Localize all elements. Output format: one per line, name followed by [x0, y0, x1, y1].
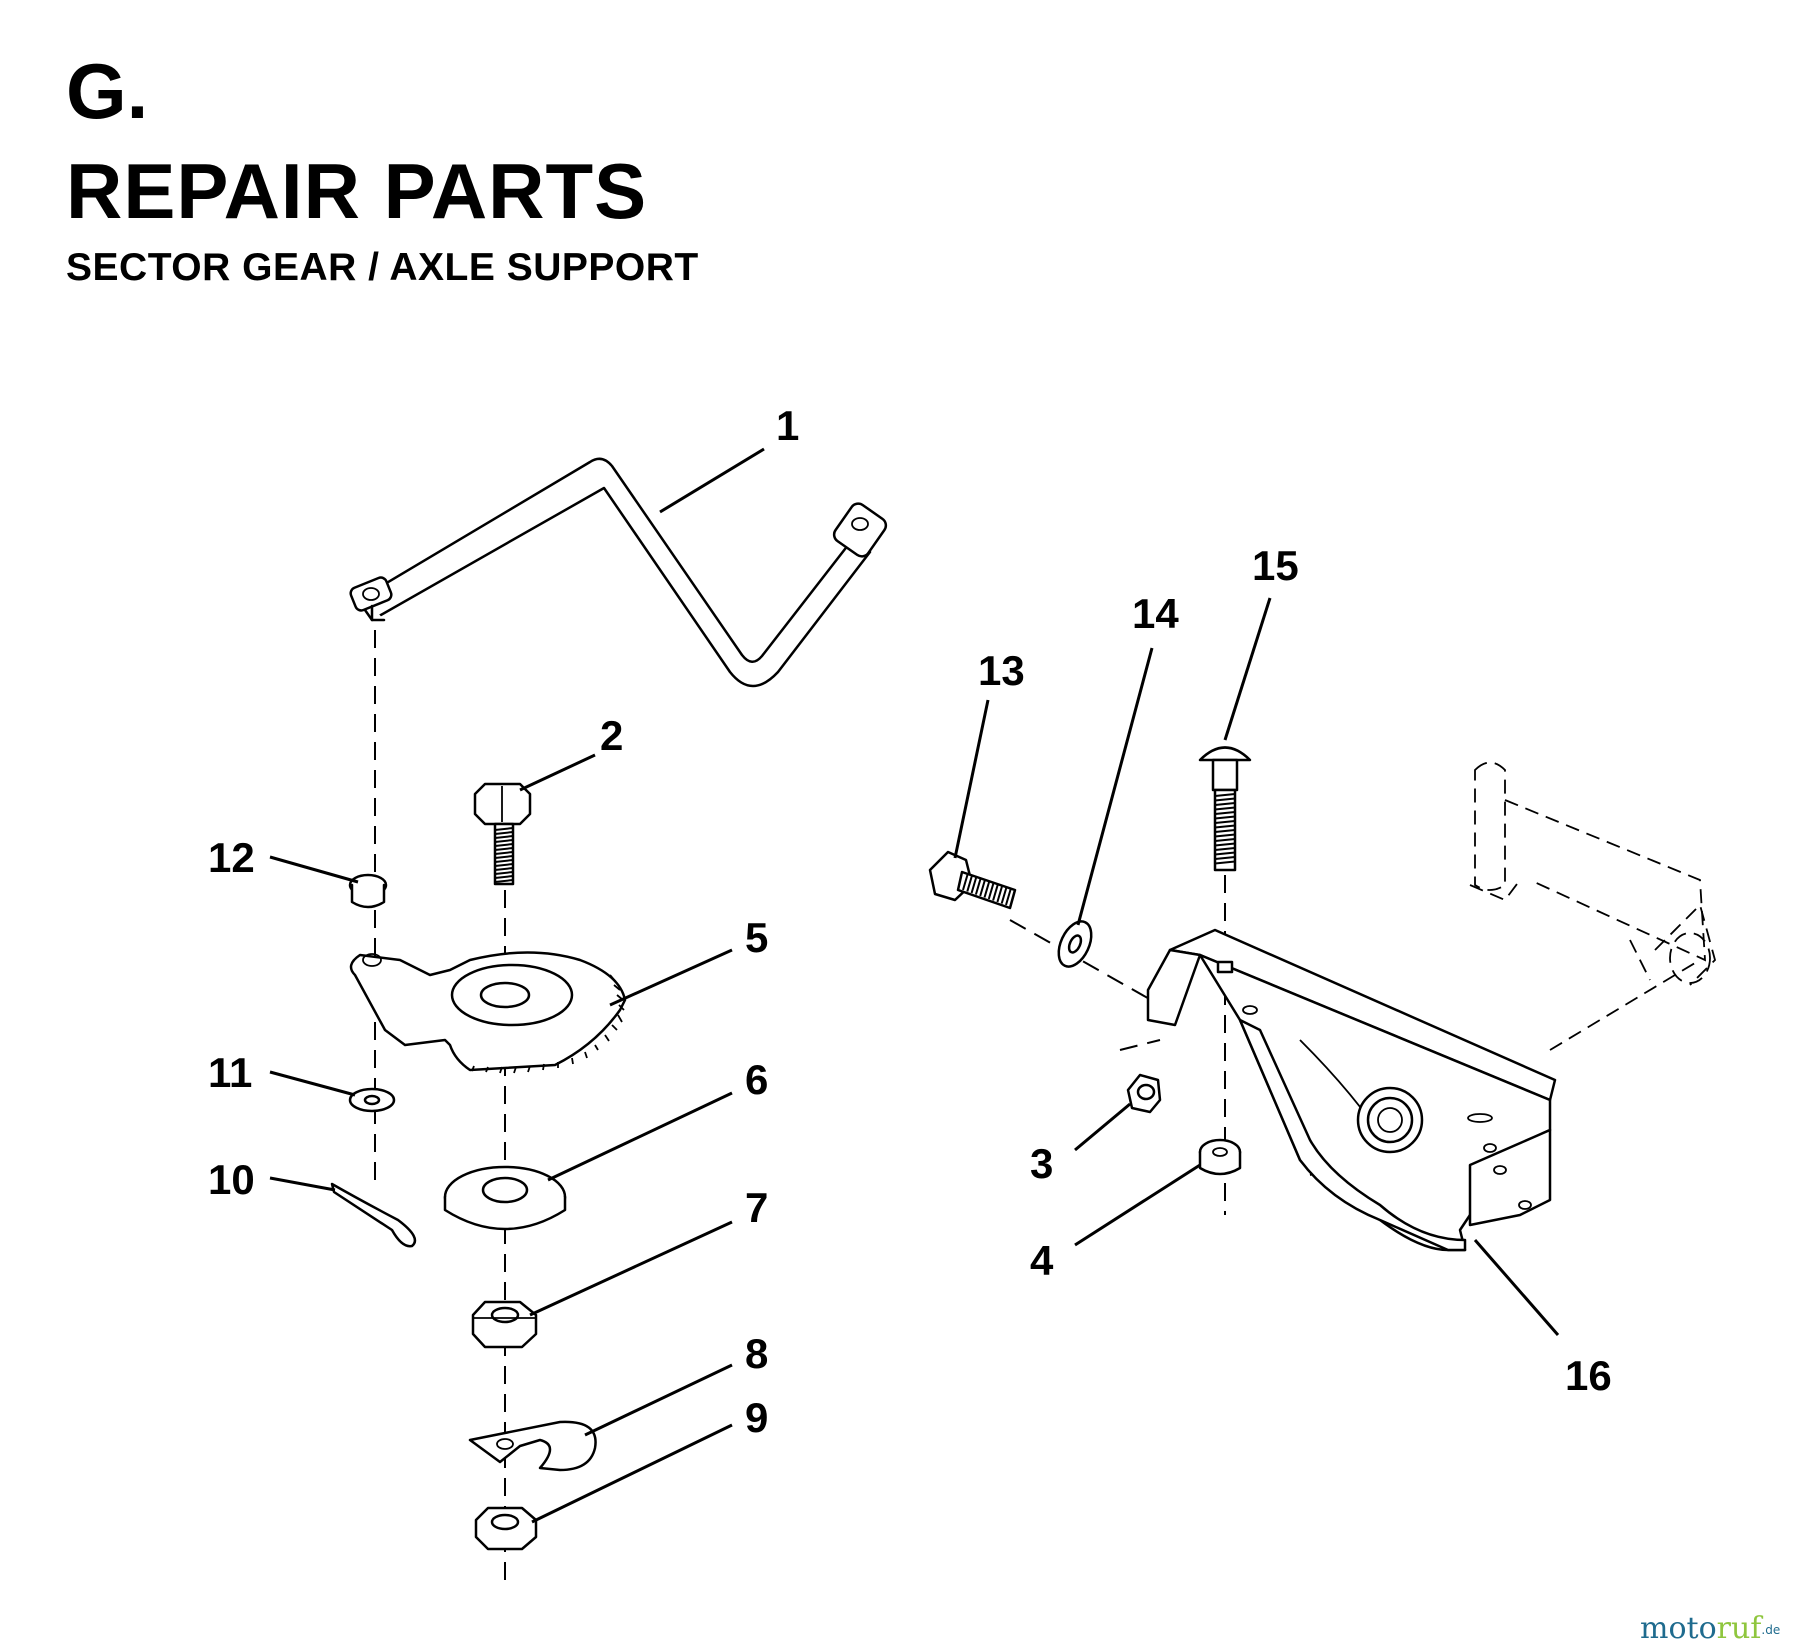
- part-10-cotter-pin: [330, 1182, 417, 1248]
- thread-line: [494, 835, 514, 839]
- thread-line: [494, 831, 514, 835]
- callout-13: 13: [978, 647, 1025, 694]
- thread-line: [1214, 811, 1236, 815]
- callout-8: 8: [745, 1330, 768, 1377]
- thread-line: [1214, 833, 1236, 838]
- thread-line: [494, 867, 514, 871]
- thread-line: [1214, 802, 1236, 806]
- callout-6: 6: [745, 1056, 768, 1103]
- section-letter: G.: [66, 47, 149, 135]
- thread-line: [1214, 860, 1236, 865]
- part-6-large-washer: [443, 1165, 567, 1231]
- thread-line: [996, 884, 1004, 903]
- callout-4: 4: [1030, 1237, 1054, 1284]
- callout-12: 12: [208, 834, 255, 881]
- thread-line: [1214, 851, 1236, 856]
- thread-line: [1214, 815, 1236, 820]
- callout-3: 3: [1030, 1140, 1053, 1187]
- leader-lines: [269, 447, 1560, 1524]
- part-9-nut: [474, 1506, 538, 1551]
- thread-line: [970, 875, 978, 894]
- part-12-flange-nut: [348, 873, 388, 909]
- part-2-bolt: [473, 782, 532, 886]
- thread-line: [494, 863, 514, 867]
- thread-line: [983, 880, 991, 898]
- thread-line: [979, 878, 987, 897]
- thread-line: [1214, 806, 1236, 811]
- thread-line: [1214, 824, 1236, 829]
- thread-line: [494, 843, 514, 847]
- thread-line: [494, 875, 514, 879]
- thread-line: [494, 871, 514, 875]
- page-subtitle: SECTOR GEAR / AXLE SUPPORT: [66, 246, 699, 289]
- thread-line: [494, 855, 514, 859]
- part-5-sector-gear: [349, 951, 627, 1074]
- callout-numbers: 1 2 3 4 5 6 7 8 9 10 11 12 13 14 15 16: [208, 402, 1612, 1441]
- thread-line: [962, 872, 969, 891]
- callout-7: 7: [745, 1184, 768, 1231]
- phantom-axle: [1469, 761, 1717, 1051]
- thread-line: [494, 879, 514, 883]
- thread-line: [974, 877, 982, 895]
- thread-line: [992, 883, 1000, 901]
- part-4-nut: [1198, 1138, 1242, 1176]
- part-7-hex-nut: [471, 1300, 538, 1349]
- thread-line: [1214, 856, 1236, 860]
- part-3-nut: [1126, 1073, 1162, 1114]
- thread-line: [1214, 793, 1236, 797]
- thread-line: [1214, 820, 1236, 824]
- callout-9: 9: [745, 1394, 768, 1441]
- page-title: REPAIR PARTS: [66, 147, 648, 235]
- watermark: motoruf.de: [1640, 1611, 1780, 1646]
- thread-line: [1214, 797, 1236, 802]
- callout-2: 2: [600, 712, 623, 759]
- part-14-washer: [1057, 920, 1093, 968]
- bolt-thread-lines: [494, 827, 514, 883]
- bolt-thread-lines: [1214, 793, 1236, 865]
- thread-line: [966, 874, 974, 892]
- part-16-axle-support: [1146, 928, 1557, 1252]
- thread-line: [494, 851, 514, 855]
- callout-10: 10: [208, 1156, 255, 1203]
- bolt-thread-lines: [962, 872, 1012, 906]
- part-11-washer: [348, 1087, 396, 1113]
- thread-line: [1214, 847, 1236, 851]
- part-13-hex-bolt: [928, 850, 1017, 910]
- callout-5: 5: [745, 914, 768, 961]
- callout-16: 16: [1565, 1352, 1612, 1399]
- part-8-bracket: [468, 1420, 597, 1472]
- part-15-carriage-bolt: [1198, 746, 1252, 872]
- thread-line: [1214, 838, 1236, 842]
- thread-line: [1000, 886, 1008, 904]
- thread-line: [494, 827, 514, 831]
- thread-line: [1214, 829, 1236, 833]
- part-1-drag-link: [349, 457, 888, 688]
- callout-11: 11: [208, 1049, 252, 1096]
- callout-15: 15: [1252, 542, 1299, 589]
- thread-line: [494, 839, 514, 843]
- watermark-logo: motoruf.de: [1640, 1611, 1780, 1646]
- callout-1: 1: [776, 402, 799, 449]
- thread-line: [1005, 887, 1012, 906]
- thread-line: [987, 881, 995, 900]
- thread-line: [1214, 842, 1236, 847]
- thread-line: [494, 847, 514, 851]
- thread-line: [494, 859, 514, 863]
- callout-14: 14: [1132, 590, 1179, 637]
